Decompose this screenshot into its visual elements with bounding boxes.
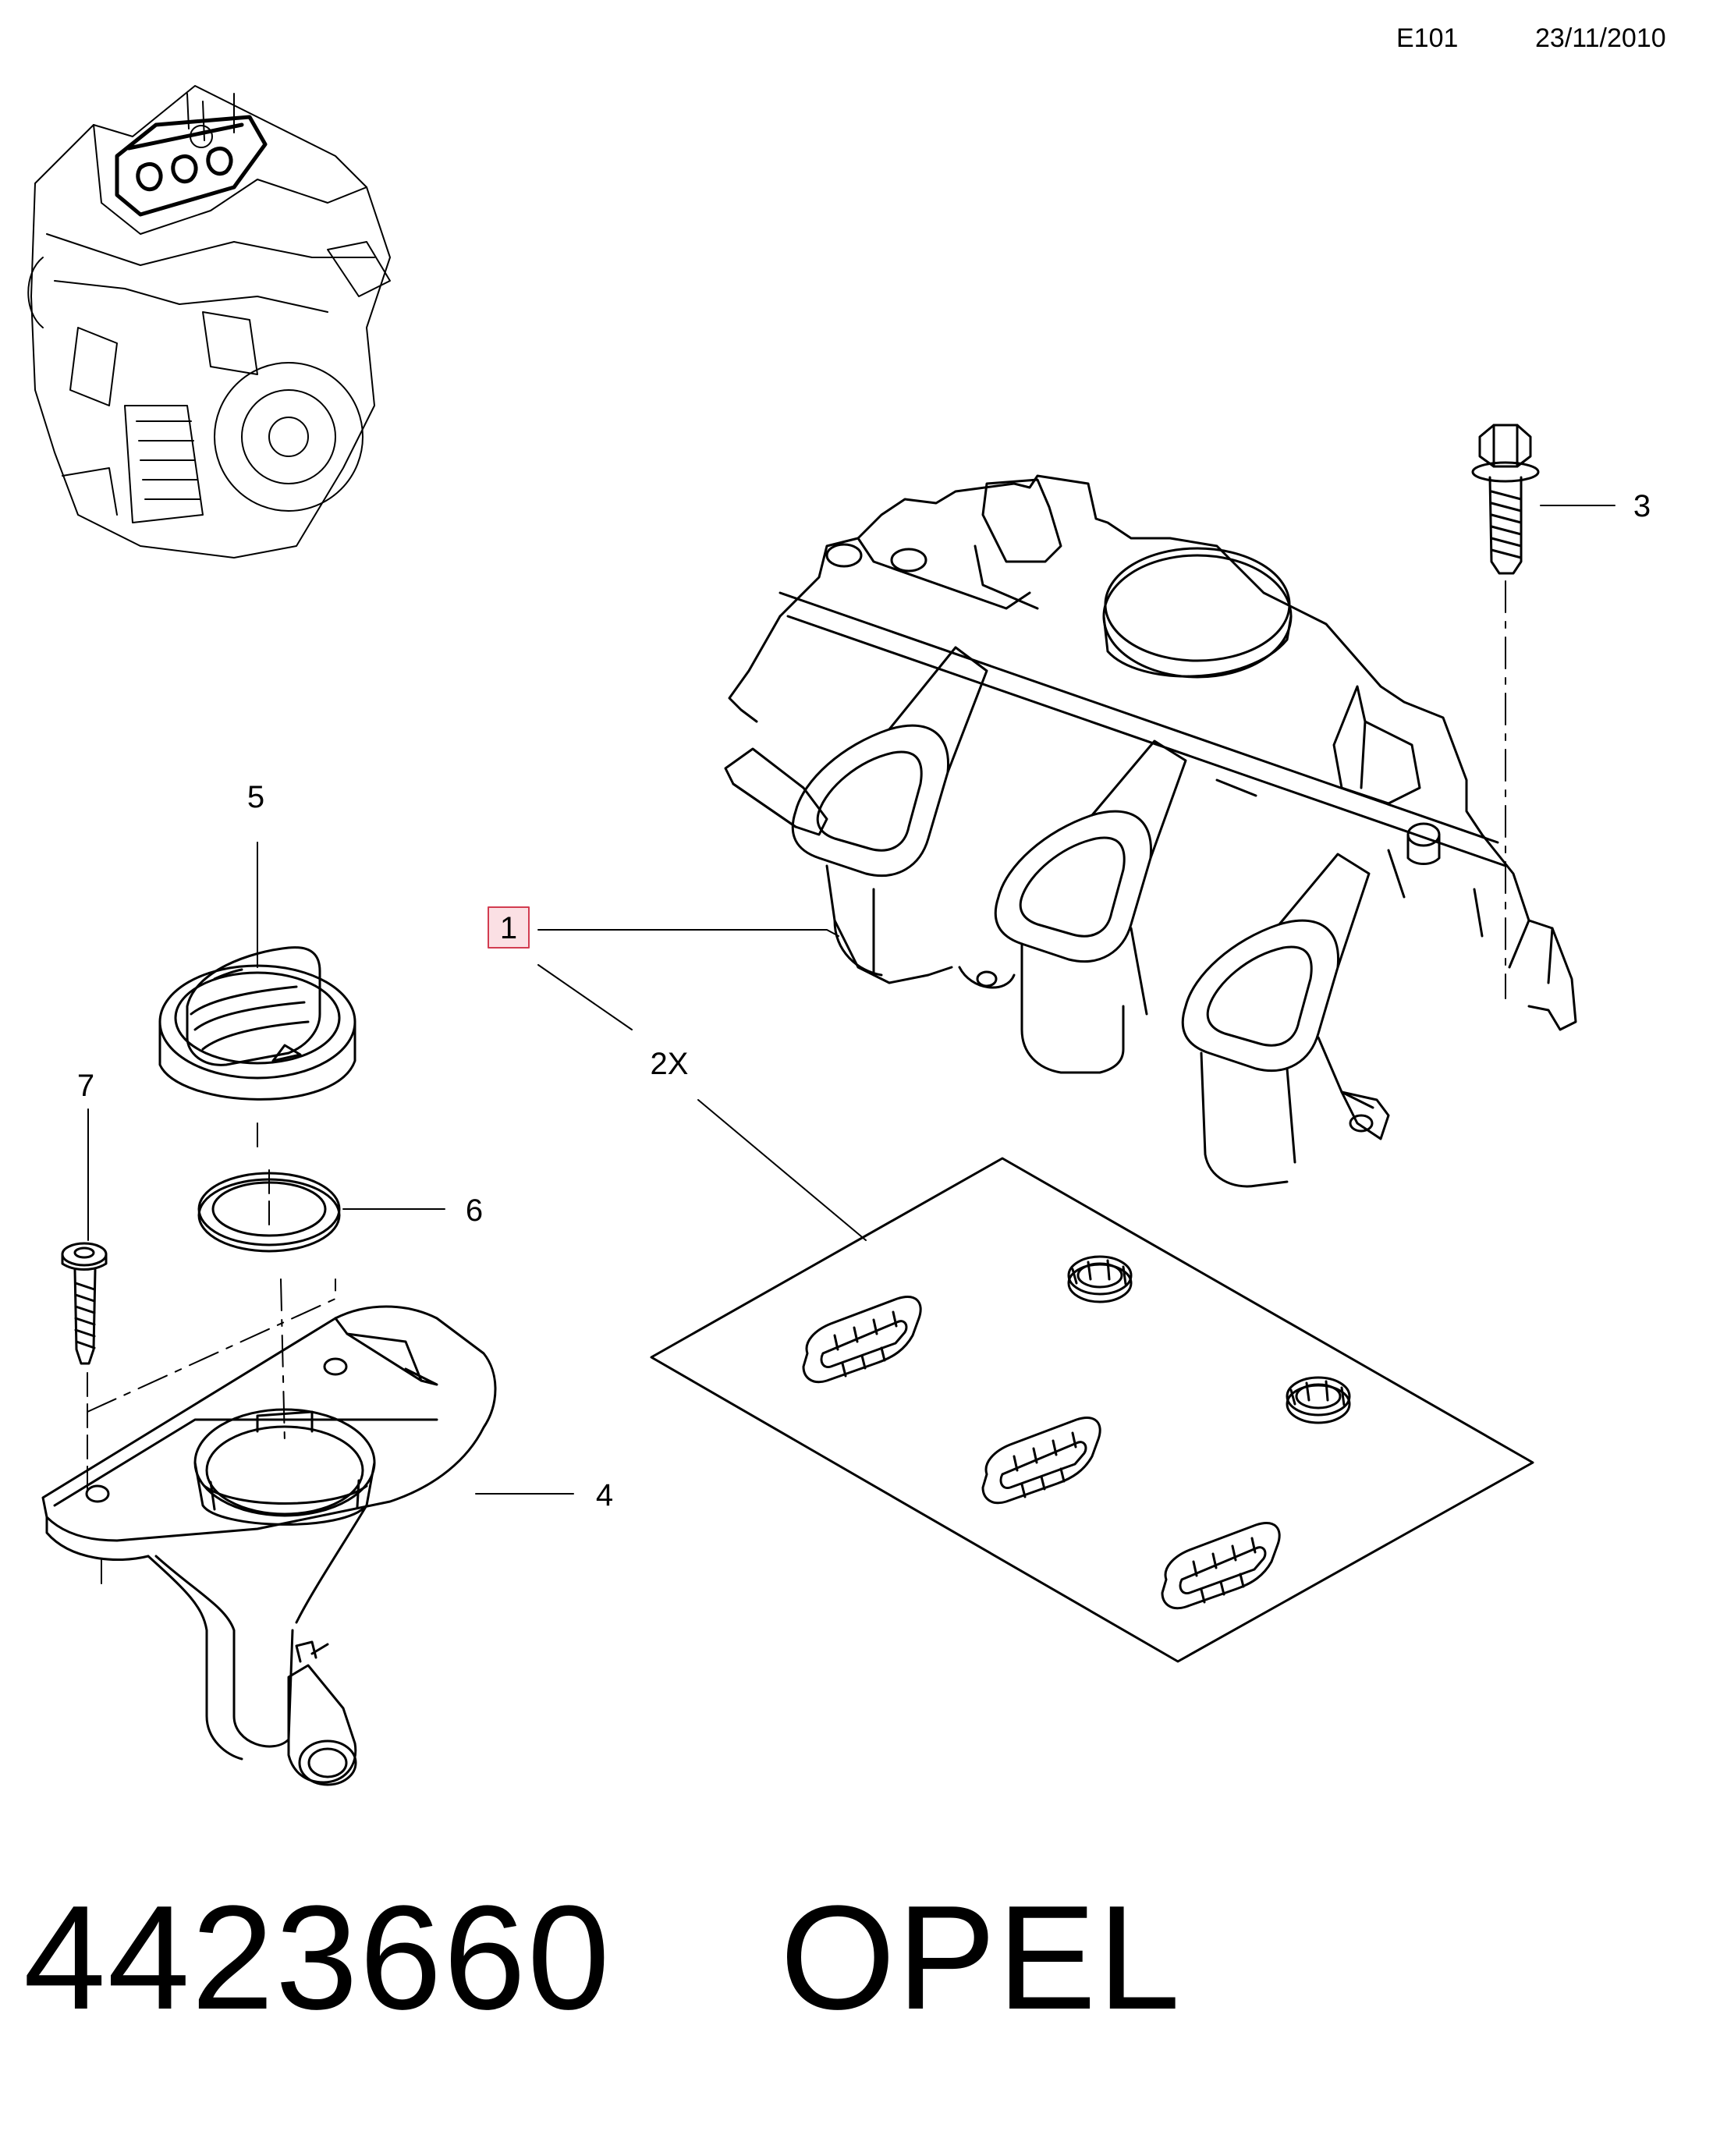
callout-4: 4 (596, 1478, 613, 1512)
engine-thumbnail (27, 85, 391, 559)
callout-7: 7 (77, 1069, 94, 1103)
filler-cap (158, 946, 356, 1151)
seal-ring (197, 1169, 341, 1253)
callout-6: 6 (466, 1193, 483, 1228)
callout-1: 1 (500, 911, 517, 945)
intake-manifold (724, 474, 1577, 1188)
runner-gasket (981, 1417, 1101, 1505)
screw (61, 1242, 108, 1498)
runner-gasket (802, 1296, 922, 1384)
part-number: 4423660 (23, 1875, 612, 2041)
callout-2x: 2X (651, 1047, 689, 1081)
diagram-code: E101 (1396, 23, 1459, 53)
round-seal (1286, 1376, 1351, 1424)
callout-5: 5 (247, 780, 264, 814)
runner-gasket (1161, 1522, 1281, 1610)
diagram-date: 23/11/2010 (1535, 23, 1666, 53)
gasket-set (650, 1157, 1534, 1663)
brand-name: OPEL (780, 1875, 1182, 2041)
callout-1-box (488, 906, 530, 949)
round-seal (1067, 1255, 1133, 1303)
bolt (1471, 424, 1540, 999)
separator-housing (41, 1278, 497, 1786)
callout-3: 3 (1633, 489, 1651, 523)
leader-lines (87, 505, 1615, 1495)
